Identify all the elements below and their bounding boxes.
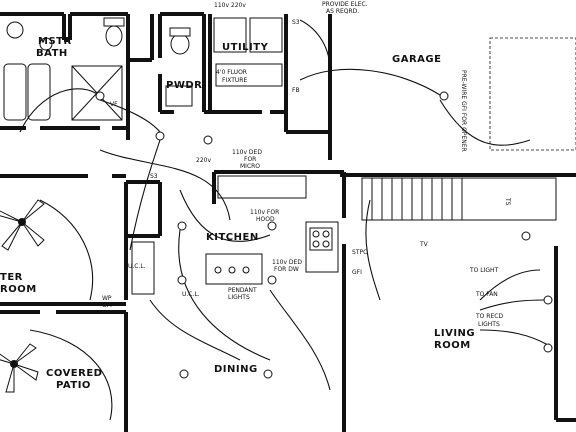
- covered-patio-label-1: COVERED: [46, 368, 102, 379]
- s3-note-a: S3: [150, 173, 158, 180]
- garage-opener-box: [489, 37, 576, 151]
- volt-top-note: 110v 220v: [214, 2, 246, 9]
- ceiling-fan-master: [0, 199, 45, 251]
- wiring-runs: [19, 19, 549, 421]
- living-room-label-1: LIVING: [434, 328, 475, 339]
- utility-label: UTILITY: [222, 42, 269, 53]
- provide-elec-note-1: PROVIDE ELEC.: [322, 1, 368, 8]
- ts-note: TS: [504, 197, 511, 206]
- to-recd-note-1: TO RECD: [475, 313, 503, 320]
- stpc-note: STPC: [352, 249, 367, 256]
- hood-note-1: 110v FOR: [250, 209, 279, 216]
- provide-elec-note-2: AS REQRD.: [326, 8, 359, 15]
- to-recd-note-2: LIGHTS: [478, 321, 500, 328]
- v220-note: 220v: [196, 157, 211, 164]
- wp-gfi-note-2: GFI: [102, 302, 112, 309]
- to-light-note: TO LIGHT: [469, 267, 499, 274]
- ded-micro-note-2: FOR: [244, 156, 256, 163]
- ucl-right-note: U.C.L.: [182, 291, 200, 298]
- fluor-note-1: 4'0 FLUOR: [216, 69, 247, 76]
- ded-micro-note-1: 110v DED: [232, 149, 262, 156]
- garage-prewire-note: PRE-WIRE GFI FOR OPENER: [460, 70, 467, 152]
- stair-treads: [371, 178, 463, 220]
- fb-note: FB: [292, 87, 300, 94]
- covered-patio-label-2: PATIO: [56, 380, 91, 391]
- garage-label: GARAGE: [392, 54, 441, 65]
- stairs: [361, 177, 557, 221]
- mstr-bath-label-1: MSTR: [38, 36, 72, 47]
- mstr-bath-label-2: BATH: [36, 48, 68, 59]
- ceiling-fan-patio: [0, 343, 39, 393]
- hood-note-2: HOOD: [256, 216, 275, 223]
- dining-label: DINING: [214, 364, 258, 375]
- pwdr-label: PWDR: [166, 80, 202, 91]
- fixtures: [3, 17, 339, 295]
- light-fixtures: [95, 91, 553, 379]
- kitchen-label: KITCHEN: [206, 232, 259, 243]
- pendant-note-1: PENDANT: [228, 287, 257, 294]
- electrical-notes: PROVIDE ELEC. AS REQRD. 110v 220v 4'0 FL…: [102, 1, 511, 328]
- gfi-note: GFI: [352, 269, 362, 276]
- ucl-left-note: U.C.L.: [128, 263, 146, 270]
- dw-note-2: FOR DW: [274, 266, 299, 273]
- walls: [0, 12, 576, 432]
- master-room-label-2: ROOM: [0, 284, 37, 295]
- room-labels: MSTR BATH PWDR UTILITY GARAGE KITCHEN DI…: [0, 36, 475, 391]
- s3-note-b: S3: [292, 19, 300, 26]
- living-room-label-2: ROOM: [434, 340, 471, 351]
- vf-note: VF: [110, 101, 118, 108]
- wp-gfi-note-1: WP: [102, 295, 112, 302]
- to-fan-note: TO FAN: [475, 291, 498, 298]
- master-room-label-1: TER: [0, 272, 23, 283]
- tv-note: TV: [419, 241, 429, 248]
- pendant-note-2: LIGHTS: [228, 294, 250, 301]
- dw-note-1: 110v DED: [272, 259, 302, 266]
- fluor-note-2: FIXTURE: [222, 77, 247, 84]
- ded-micro-note-3: MICRO: [240, 163, 260, 170]
